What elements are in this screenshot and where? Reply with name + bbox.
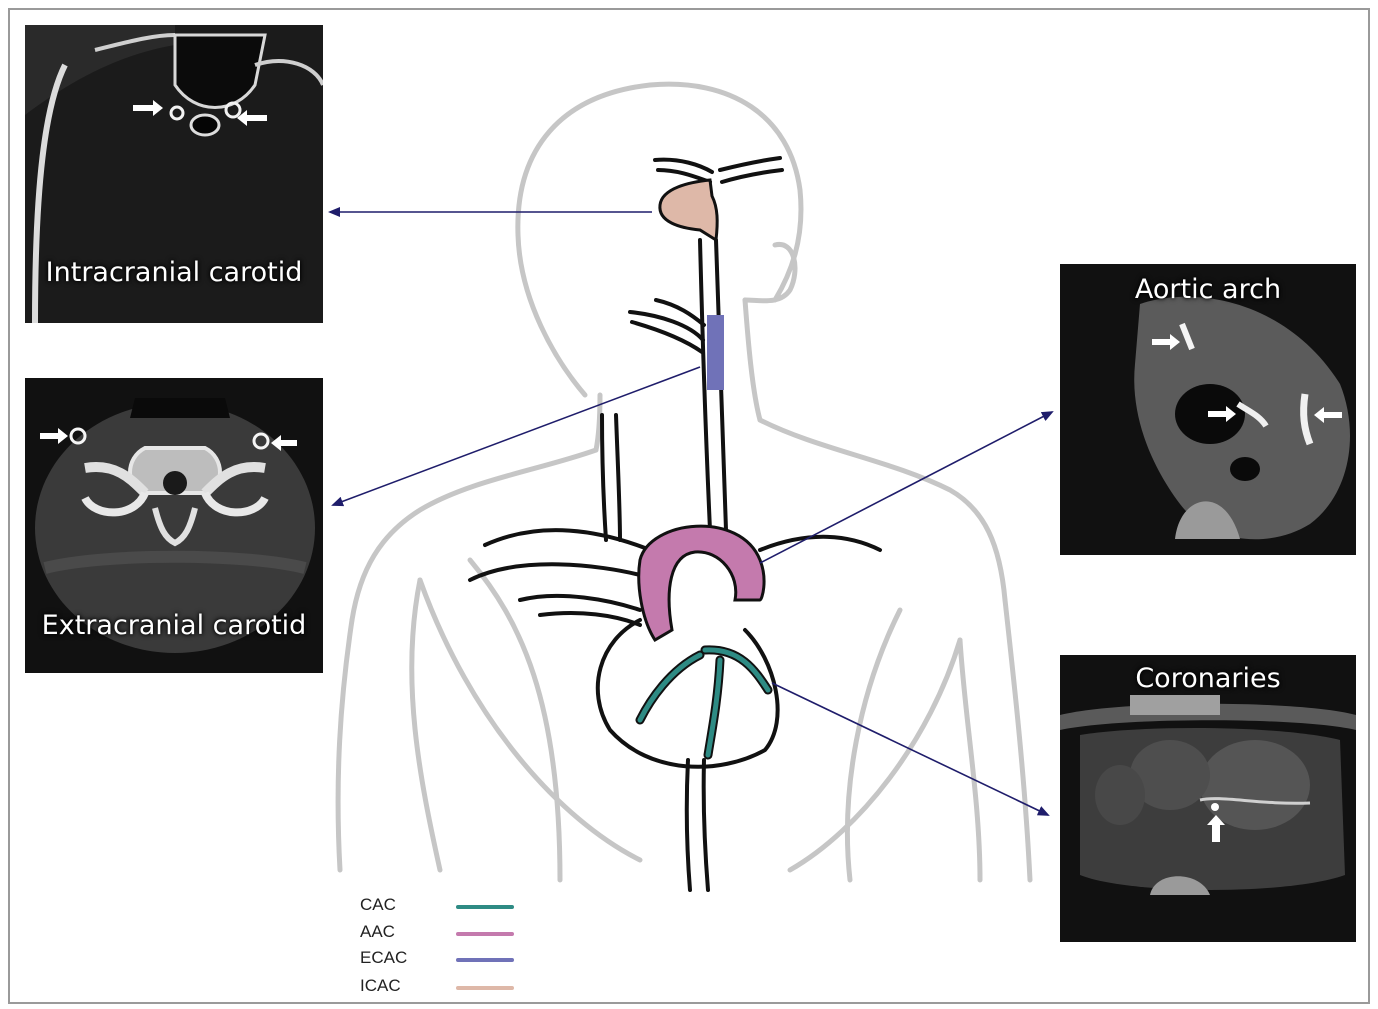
- right-arm-inner: [960, 640, 980, 880]
- panel-title-intracranial: Intracranial carotid: [25, 257, 323, 288]
- intracranial-branch-right: [720, 158, 782, 182]
- descending-aorta-left: [687, 760, 690, 890]
- subclavian-left-lower: [470, 564, 640, 580]
- descending-aorta-right: [704, 760, 708, 890]
- chest-left: [420, 580, 640, 860]
- legend-label: ECAC: [360, 948, 407, 968]
- pointer-arrows: [330, 212, 1052, 815]
- subclavian-left-upper: [485, 530, 650, 550]
- panel-title-extracranial: Extracranial carotid: [25, 610, 323, 641]
- legend-swatch-aac: [456, 932, 514, 936]
- left-arm-outer: [338, 620, 352, 870]
- external-branch: [630, 300, 704, 352]
- ct-image-aortic-arch: [1060, 264, 1356, 555]
- vertebral-right: [616, 415, 620, 540]
- subclavian-right: [760, 537, 880, 550]
- legend-swatch-cac: [456, 905, 514, 909]
- aac-segment: [639, 526, 764, 640]
- arrow-to-aortic-arch: [760, 412, 1052, 563]
- panel-aortic-arch: Aortic arch: [1060, 264, 1356, 555]
- neck-left: [596, 395, 600, 450]
- legend-swatch-ecac: [456, 958, 514, 962]
- panel-coronaries: Coronaries: [1060, 655, 1356, 942]
- panel-title-aortic: Aortic arch: [1060, 274, 1356, 305]
- cac-segment-left: [640, 655, 700, 720]
- shoulder-right: [760, 420, 1005, 600]
- ecac-segment: [707, 315, 724, 390]
- heart-outline: [598, 620, 778, 767]
- panel-title-coronaries: Coronaries: [1060, 663, 1356, 694]
- panel-extracranial-carotid: Extracranial carotid: [25, 378, 323, 673]
- ct-image-coronaries: [1060, 655, 1356, 942]
- legend-swatch-icac: [456, 986, 514, 990]
- legend-item-icac: ICAC: [360, 976, 540, 1000]
- panel-intracranial-carotid: Intracranial carotid: [25, 25, 323, 323]
- arrow-to-coronaries: [772, 683, 1048, 815]
- head-outline: [518, 84, 801, 395]
- right-arm-outer: [1005, 600, 1030, 880]
- legend-item-ecac: ECAC: [360, 948, 540, 972]
- legend-label: AAC: [360, 922, 395, 942]
- vertebral-left: [602, 415, 606, 540]
- intracranial-branch-upper: [655, 160, 712, 182]
- torso-left: [470, 560, 560, 880]
- arrow-to-extracranial: [333, 367, 700, 505]
- legend-label: CAC: [360, 895, 396, 915]
- torso-right: [847, 610, 900, 880]
- legend-item-cac: CAC: [360, 895, 540, 919]
- icac-segment: [660, 180, 717, 240]
- legend-item-aac: AAC: [360, 922, 540, 946]
- vessel-tree: [470, 158, 880, 890]
- branch-lower-left: [520, 596, 640, 625]
- legend-label: ICAC: [360, 976, 401, 996]
- neck-right: [745, 300, 760, 420]
